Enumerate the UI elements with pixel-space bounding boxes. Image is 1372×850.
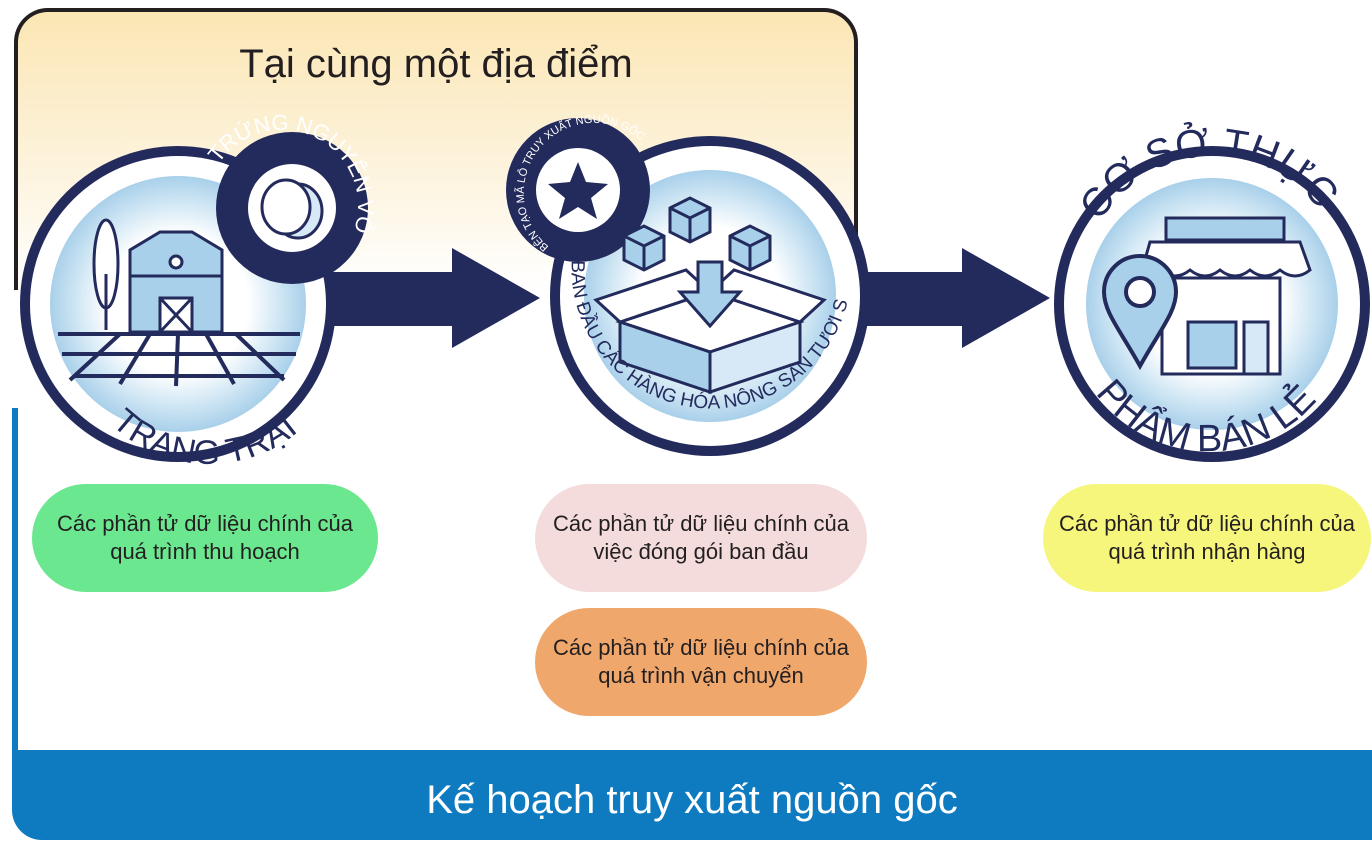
tree-icon <box>92 218 120 330</box>
retail-stage: CƠ SỞ THỰC PHẨM BÁN LẺ <box>1054 118 1370 462</box>
receiving-data-card: Các phần tử dữ liệu chính của quá trình … <box>1043 484 1371 592</box>
cubes-icon <box>622 196 772 272</box>
transport-data-card: Các phần tử dữ liệu chính của quá trình … <box>535 608 867 716</box>
traceability-plan-title: Kế hoạch truy xuất nguồn gốc <box>12 750 1372 840</box>
arrow-farm-to-packing <box>330 248 540 348</box>
download-arrow-icon <box>676 260 744 329</box>
harvest-data-card: Các phần tử dữ liệu chính của quá trình … <box>32 484 378 592</box>
farm-stage: TRỨNG NGUYÊN VỎ TRANG TRẠI <box>20 110 378 472</box>
egg-icon <box>260 178 324 240</box>
packing-data-card: Các phần tử dữ liệu chính của việc đóng … <box>535 484 867 592</box>
traceability-plan-frame <box>12 408 18 758</box>
barn-icon <box>128 230 224 334</box>
field-icon <box>58 332 300 387</box>
store-icon <box>1140 216 1312 376</box>
arrow-packing-to-retail <box>850 248 1050 348</box>
star-icon <box>548 162 608 219</box>
location-pin-icon <box>1101 254 1179 371</box>
same-location-title: Tại cùng một địa điểm <box>239 42 633 86</box>
box-icon <box>593 268 827 395</box>
